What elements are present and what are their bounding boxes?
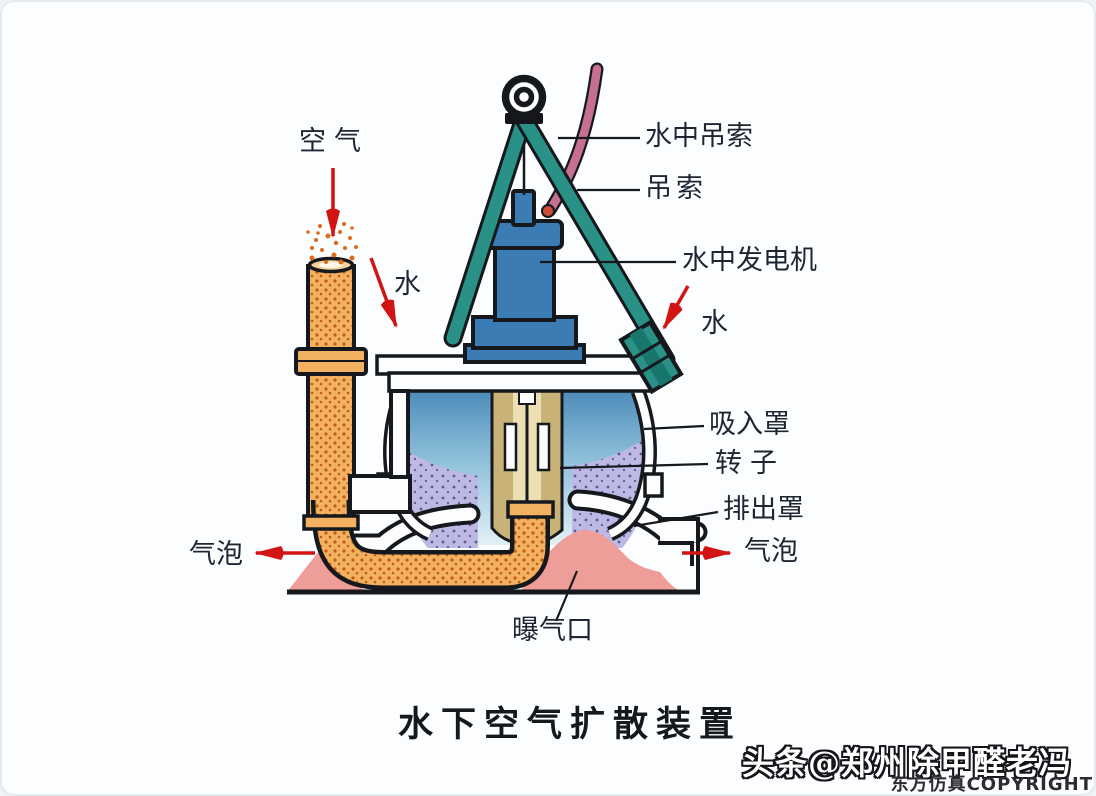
right-outlet xyxy=(658,517,700,592)
label-aeration-port: 曝气口 xyxy=(512,615,593,646)
label-air: 空气 xyxy=(299,126,369,157)
pipe-bracket xyxy=(348,389,412,514)
air-pipe xyxy=(294,256,555,590)
watermark-copyright: 东方仿真COPYRIGHT xyxy=(890,774,1093,795)
label-suction-hood: 吸入罩 xyxy=(709,409,790,440)
lifting-straps xyxy=(443,111,676,370)
water-flow-arrow-left xyxy=(369,257,398,328)
label-bubbles-left: 气泡 xyxy=(189,539,243,570)
label-bubbles-right: 气泡 xyxy=(744,536,798,567)
flow-arrows xyxy=(254,168,732,560)
strap-clamp xyxy=(618,319,684,395)
power-cable xyxy=(541,62,604,218)
label-rotor: 转子 xyxy=(715,448,785,479)
label-underwater-sling: 水中吊索 xyxy=(645,121,753,152)
leader-lines xyxy=(540,136,719,622)
label-discharge-hood: 排出罩 xyxy=(723,494,804,525)
watermark-byline: 头条@郑州除甲醛老冯 xyxy=(741,744,1072,782)
top-plate xyxy=(375,354,665,393)
water-flow-arrow-right xyxy=(662,285,690,330)
diagram-title: 水下空气扩散装置 xyxy=(397,704,742,745)
label-sling: 吊索 xyxy=(645,173,707,204)
label-underwater-motor: 水中发电机 xyxy=(682,245,817,276)
lifting-eyelet xyxy=(501,74,547,120)
underwater-motor-body xyxy=(463,189,586,364)
label-water-right: 水 xyxy=(701,308,728,339)
label-water-left: 水 xyxy=(394,269,421,300)
